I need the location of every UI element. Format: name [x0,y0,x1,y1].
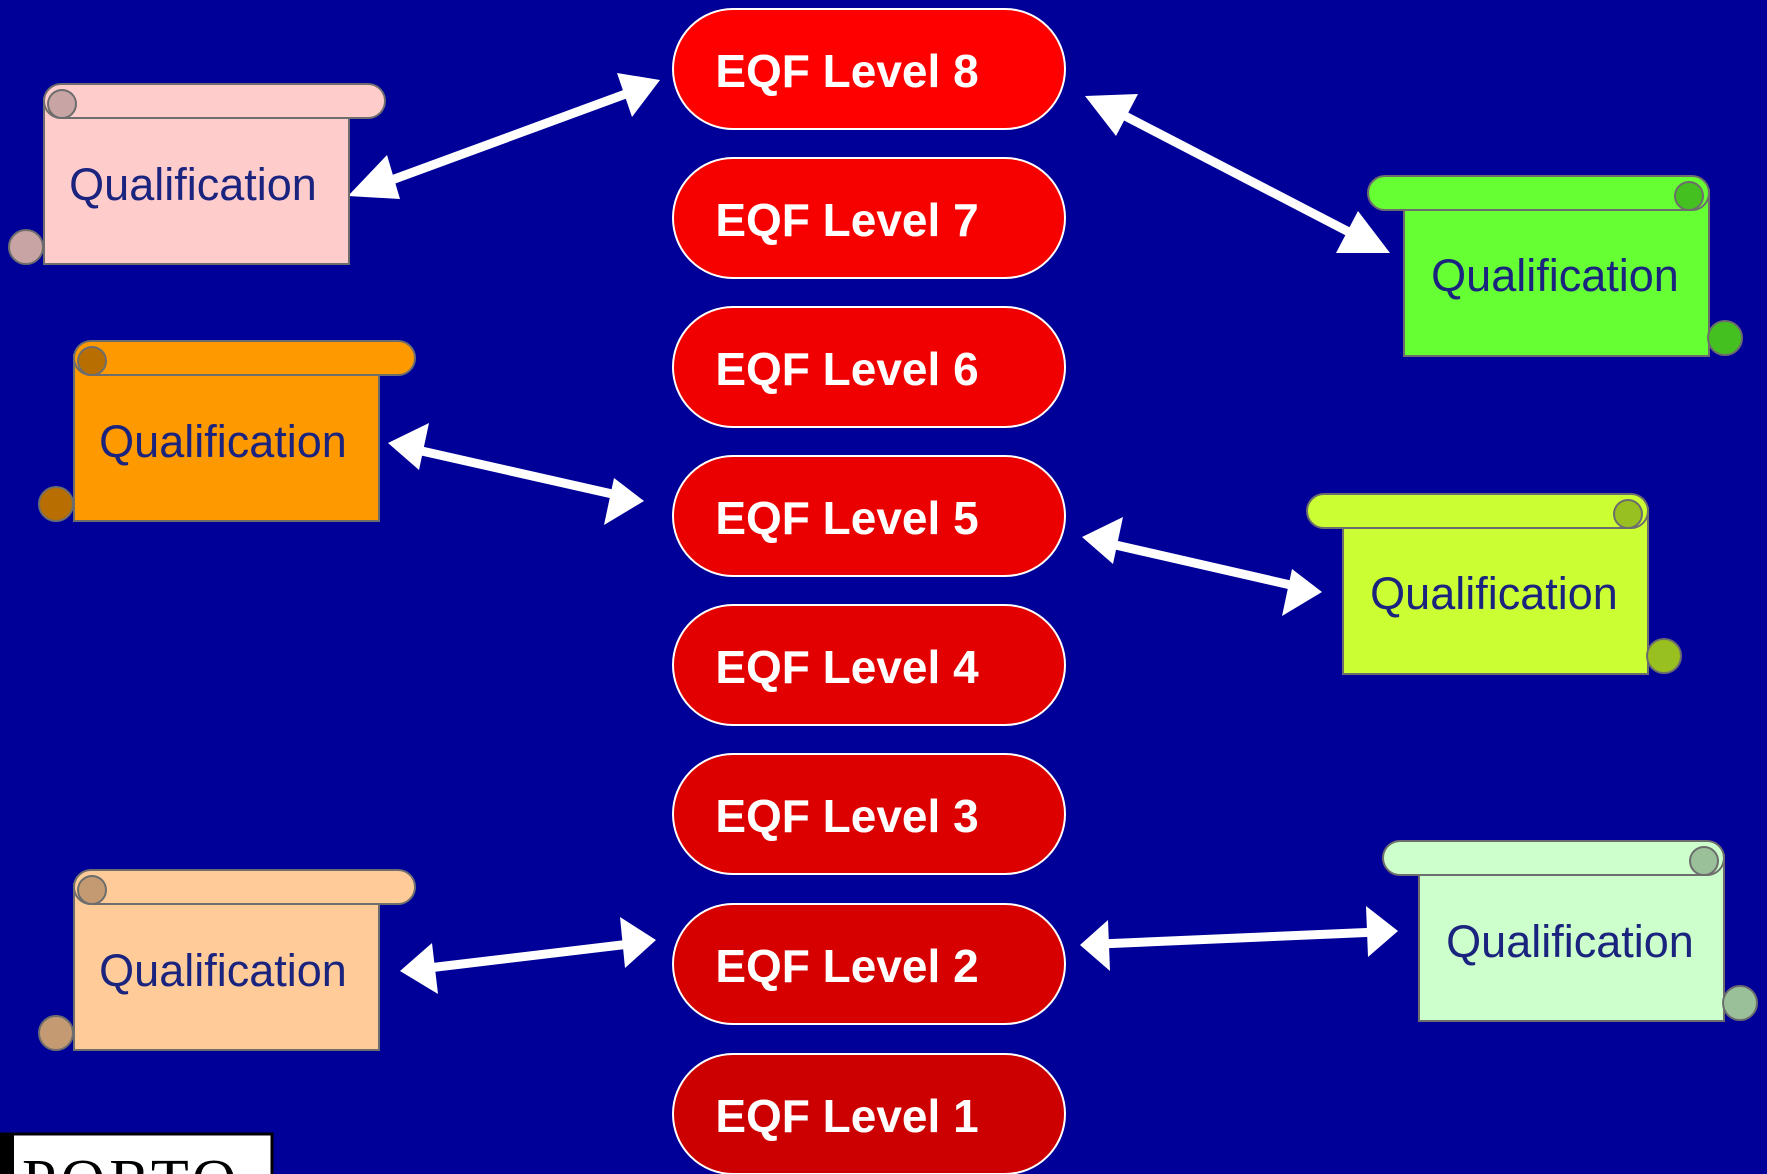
eqf-level-1-label: EQF Level 1 [715,1090,978,1142]
eqf-level-4-label: EQF Level 4 [715,641,979,693]
eqf-level-7-label: EQF Level 7 [715,194,978,246]
double-arrow-level8-qual4 [1085,94,1390,253]
eqf-level-4-pill: EQF Level 4 [672,604,1066,726]
qualification-5-label: Qualification [1370,568,1618,619]
eqf-level-8-pill: EQF Level 8 [672,8,1066,130]
qualification-scroll-5: Qualification [1306,493,1682,675]
double-arrow-qual2-level5 [388,423,644,525]
qualification-scroll-6: Qualification [1382,840,1758,1022]
double-arrow-qual1-level8 [348,73,660,199]
eqf-level-8-label: EQF Level 8 [715,45,978,97]
qualification-2-label: Qualification [99,416,347,467]
eqf-level-5-label: EQF Level 5 [715,492,978,544]
double-arrow-qual3-level2 [400,917,656,994]
eqf-level-5-pill: EQF Level 5 [672,455,1066,577]
eqf-level-7-pill: EQF Level 7 [672,157,1066,279]
qualification-4-label: Qualification [1431,250,1679,301]
qualification-scroll-2: Qualification [38,340,416,522]
qualification-3-label: Qualification [99,945,347,996]
double-arrow-level2-qual6 [1080,906,1398,971]
porto-logo-text: PORTO [22,1148,240,1174]
qualification-1-label: Qualification [69,159,317,210]
eqf-levels-column: EQF Level 8 EQF Level 7 EQF Level 6 EQF … [672,8,1066,1174]
eqf-level-2-pill: EQF Level 2 [672,903,1066,1025]
eqf-level-3-label: EQF Level 3 [715,790,978,842]
arrows-layer [348,73,1398,994]
qualification-scroll-1: Qualification [8,83,386,265]
qualification-scrolls: Qualification Qualification Qualificatio… [8,83,1758,1051]
eqf-level-6-label: EQF Level 6 [715,343,978,395]
eqf-level-2-label: EQF Level 2 [715,940,978,992]
qualification-scroll-3: Qualification [38,869,416,1051]
double-arrow-level5-qual5 [1082,517,1322,616]
eqf-level-1-pill: EQF Level 1 [672,1053,1066,1174]
eqf-level-6-pill: EQF Level 6 [672,306,1066,428]
eqf-level-3-pill: EQF Level 3 [672,753,1066,875]
qualification-6-label: Qualification [1446,916,1694,967]
qualification-scroll-4: Qualification [1367,175,1743,357]
porto-logo: PORTO [0,1132,274,1174]
